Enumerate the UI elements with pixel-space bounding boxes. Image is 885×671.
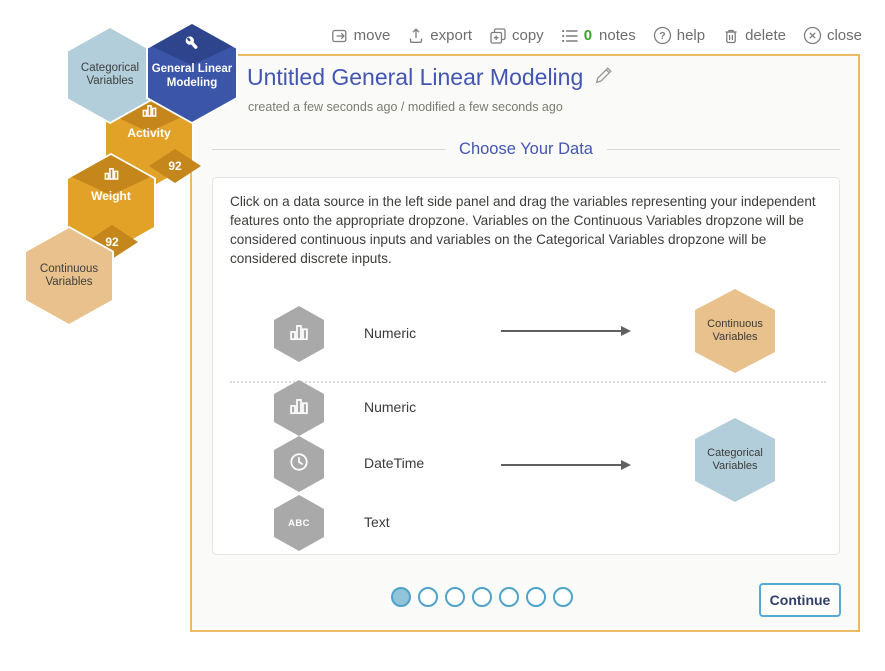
copy-icon (489, 27, 507, 45)
workflow-node-continuous-variables[interactable]: Continuous Variables (24, 226, 114, 326)
model-panel: Untitled General Linear Modeling created… (190, 54, 860, 632)
datetime-type-hexagon (274, 436, 324, 492)
bar-chart-icon (288, 321, 310, 348)
help-label: help (676, 27, 706, 44)
node-label: General Linear Modeling (151, 63, 233, 89)
move-label: move (353, 27, 391, 44)
text-type-hexagon: ABC (274, 495, 324, 551)
bar-chart-icon (103, 165, 120, 187)
pagination-dot[interactable] (526, 587, 546, 607)
type-label-text: Text (364, 514, 390, 530)
move-icon (331, 27, 349, 45)
section-heading-row: Choose Your Data (212, 140, 840, 159)
created-modified-meta: created a few seconds ago / modified a f… (248, 100, 563, 114)
numeric-type-hexagon (274, 380, 324, 436)
move-button[interactable]: move (331, 27, 391, 45)
pagination-dot[interactable] (472, 587, 492, 607)
arrow-right-icon (501, 326, 631, 336)
clock-icon (288, 451, 310, 478)
node-label: Activity (127, 126, 171, 140)
type-label-datetime: DateTime (364, 455, 425, 471)
instructions-text: Click on a data source in the left side … (230, 194, 816, 266)
node-label: Categorical Variables (80, 61, 140, 88)
export-icon (407, 27, 425, 45)
choose-data-card: Click on a data source in the left side … (212, 177, 840, 555)
edit-pencil-icon[interactable] (593, 65, 614, 91)
toolbar: move export copy 0 notes ? help delete c… (331, 26, 862, 45)
close-button[interactable]: close (803, 26, 862, 45)
delete-label: delete (745, 27, 786, 44)
dropzone-label: Categorical Variables (707, 447, 763, 472)
node-label: Weight (91, 189, 131, 203)
help-button[interactable]: ? help (653, 26, 705, 45)
abc-icon: ABC (288, 517, 310, 529)
close-icon (803, 26, 822, 45)
heading-rule-left (212, 149, 446, 150)
continuous-variables-dropzone[interactable]: Continuous Variables (695, 289, 775, 373)
pagination-dot[interactable] (418, 587, 438, 607)
pagination (391, 587, 573, 607)
bar-chart-icon (141, 102, 158, 124)
delete-icon (722, 27, 740, 45)
dropzone-label: Continuous Variables (707, 318, 763, 343)
wrench-icon (183, 34, 201, 57)
notes-icon (561, 27, 579, 45)
export-label: export (430, 27, 472, 44)
bar-chart-icon (288, 395, 310, 422)
notes-button[interactable]: 0 notes (561, 27, 636, 45)
pagination-dot[interactable] (391, 587, 411, 607)
categorical-variables-dropzone[interactable]: Categorical Variables (695, 418, 775, 502)
workflow-node-categorical-variables[interactable]: Categorical Variables (66, 26, 154, 124)
continue-button[interactable]: Continue (759, 583, 841, 617)
notes-label: notes (599, 27, 636, 44)
copy-button[interactable]: copy (489, 27, 544, 45)
heading-rule-right (606, 149, 840, 150)
notes-count: 0 (583, 27, 593, 44)
pagination-dot[interactable] (499, 587, 519, 607)
svg-text:?: ? (659, 30, 665, 42)
pagination-dot[interactable] (445, 587, 465, 607)
workflow-node-weight[interactable]: Weight (66, 153, 156, 253)
type-label-numeric: Numeric (364, 399, 417, 415)
help-icon: ? (653, 26, 672, 45)
tool-diamond (148, 24, 236, 66)
node-label: Continuous Variables (39, 262, 99, 289)
arrow-right-icon (501, 460, 631, 470)
delete-button[interactable]: delete (722, 27, 786, 45)
workflow-node-general-linear-modeling[interactable]: General Linear Modeling (146, 22, 238, 124)
dotted-separator (230, 381, 826, 383)
page-title: Untitled General Linear Modeling (247, 64, 584, 90)
section-heading: Choose Your Data (459, 140, 593, 158)
export-button[interactable]: export (407, 27, 472, 45)
type-label-numeric: Numeric (364, 325, 417, 341)
pagination-dot[interactable] (553, 587, 573, 607)
copy-label: copy (512, 27, 544, 44)
close-label: close (826, 27, 862, 44)
numeric-type-hexagon (274, 306, 324, 362)
